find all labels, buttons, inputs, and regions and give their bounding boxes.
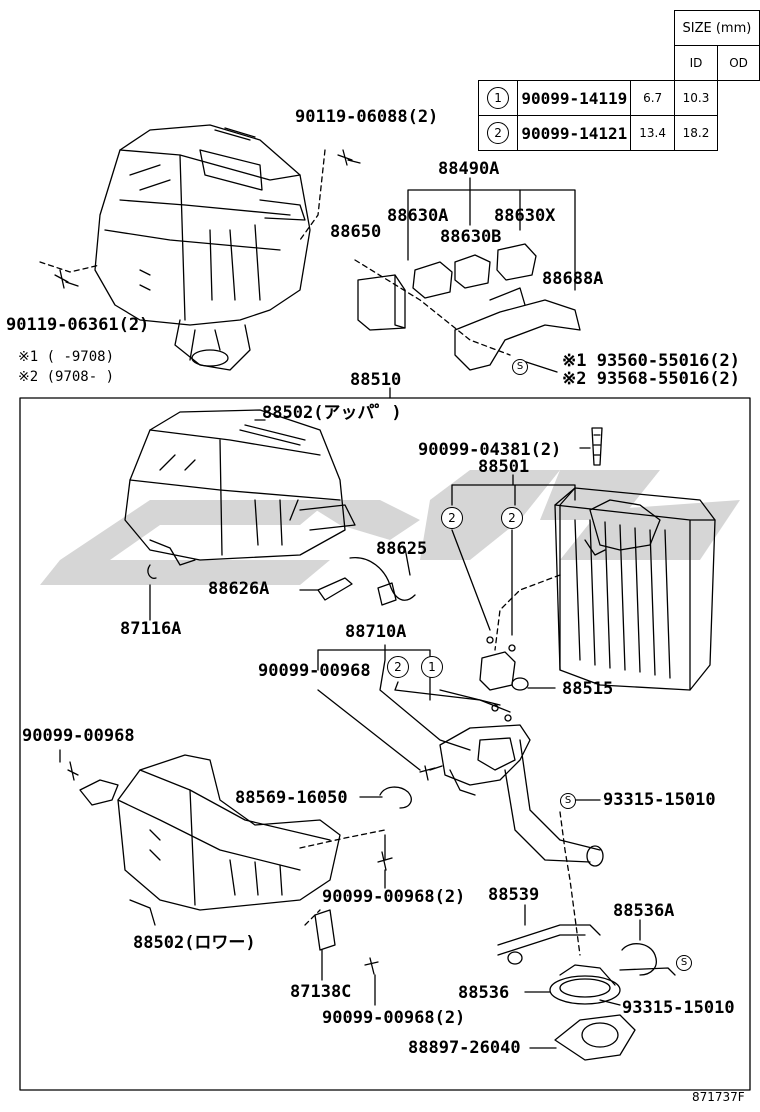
diagram-code: 871737F: [692, 1090, 745, 1104]
part-label-88625[interactable]: 88625: [376, 539, 428, 559]
part-label-88510[interactable]: 88510: [350, 370, 402, 390]
clip-87116A: [147, 564, 157, 579]
s-circle: S: [560, 793, 576, 809]
id-value: 6.7: [630, 80, 675, 116]
part-label-88630X[interactable]: 88630X: [494, 206, 556, 226]
size-table: SIZE (mm) ID OD 1 90099-14119 6.7 10.3 2…: [477, 10, 760, 151]
part-label-88501[interactable]: 88501: [478, 457, 530, 477]
date-note-2: ※2 (9708- ): [18, 369, 115, 385]
part-label-93568-55016[interactable]: ※2 93568-55016(2): [562, 369, 741, 389]
id-value: 13.4: [630, 115, 675, 151]
part-label-90099-00968[interactable]: 90099-00968(2): [322, 887, 466, 907]
ring-index-circle: 1: [421, 656, 443, 678]
part-label-88630B[interactable]: 88630B: [440, 227, 502, 247]
upper-case-sketch: [124, 409, 356, 566]
part-label-88502-upper[interactable]: 88502(アッパ゜): [262, 404, 402, 422]
ring-index-circle: 2: [387, 656, 409, 678]
ring-index-circle: 2: [501, 507, 523, 529]
size-header: SIZE (mm): [673, 10, 760, 46]
assembled-unit-sketch: [94, 124, 311, 371]
part-label-88502-lower[interactable]: 88502(ロワー): [133, 934, 256, 952]
part-label-87138C[interactable]: 87138C: [290, 982, 352, 1002]
part-label-88515[interactable]: 88515: [562, 679, 614, 699]
part-label-90119-06088[interactable]: 90119-06088(2): [295, 107, 439, 127]
part-number[interactable]: 90099-14119: [517, 80, 632, 116]
expansion-valve-sketch: [439, 724, 604, 867]
part-label-90119-06361[interactable]: 90119-06361(2): [6, 315, 150, 335]
table-row: 1 90099-14119 6.7 10.3: [477, 80, 760, 116]
part-label-88536[interactable]: 88536: [458, 983, 510, 1003]
part-label-88688A[interactable]: 88688A: [542, 269, 604, 289]
part-label-93315-15010[interactable]: 93315-15010: [603, 790, 716, 810]
part-label-88536A[interactable]: 88536A: [613, 901, 675, 921]
part-number[interactable]: 90099-14121: [517, 115, 632, 151]
od-value: 18.2: [673, 115, 719, 151]
part-label-88490A[interactable]: 88490A: [438, 159, 500, 179]
part-label-88539[interactable]: 88539: [488, 885, 540, 905]
part-label-88710A[interactable]: 88710A: [345, 622, 407, 642]
part-suffix: (ロワー): [184, 933, 256, 953]
part-label-90099-00968[interactable]: 90099-00968: [22, 726, 135, 746]
bolt-icon: [337, 149, 361, 166]
lower-case-sketch: [117, 754, 341, 926]
s-circle: S: [512, 359, 528, 375]
part-label-93315-15010[interactable]: 93315-15010: [622, 998, 735, 1018]
s-circle: S: [676, 955, 692, 971]
part-label-88650[interactable]: 88650: [330, 222, 382, 242]
ring-index-circle: 2: [441, 507, 463, 529]
part-label-88897-26040[interactable]: 88897-26040: [408, 1038, 521, 1058]
date-note-1: ※1 ( -9708): [18, 349, 115, 365]
id-column-header: ID: [673, 45, 719, 81]
index-circle: 1: [487, 87, 510, 109]
part-label-88630A[interactable]: 88630A: [387, 206, 449, 226]
part-label-87116A[interactable]: 87116A: [120, 619, 182, 639]
od-column-header: OD: [717, 45, 760, 81]
part-label-90099-00968[interactable]: 90099-00968: [258, 661, 371, 681]
part-label-90099-00968[interactable]: 90099-00968(2): [322, 1008, 466, 1028]
od-value: 10.3: [673, 80, 719, 116]
assembly-frame: [19, 397, 751, 1091]
part-label-88626A[interactable]: 88626A: [208, 579, 270, 599]
index-circle: 2: [487, 122, 510, 144]
evaporator-sketch: [554, 487, 716, 691]
part-number: 88502: [262, 403, 314, 423]
part-label-90099-04381[interactable]: 90099-04381(2): [418, 440, 562, 460]
part-number: 88502: [133, 933, 185, 953]
table-row: 2 90099-14121 13.4 18.2: [477, 115, 760, 151]
part-label-93560-55016[interactable]: ※1 93560-55016(2): [562, 351, 741, 371]
part-suffix: (アッパ゜): [313, 403, 402, 423]
part-label-88569-16050[interactable]: 88569-16050: [235, 788, 348, 808]
